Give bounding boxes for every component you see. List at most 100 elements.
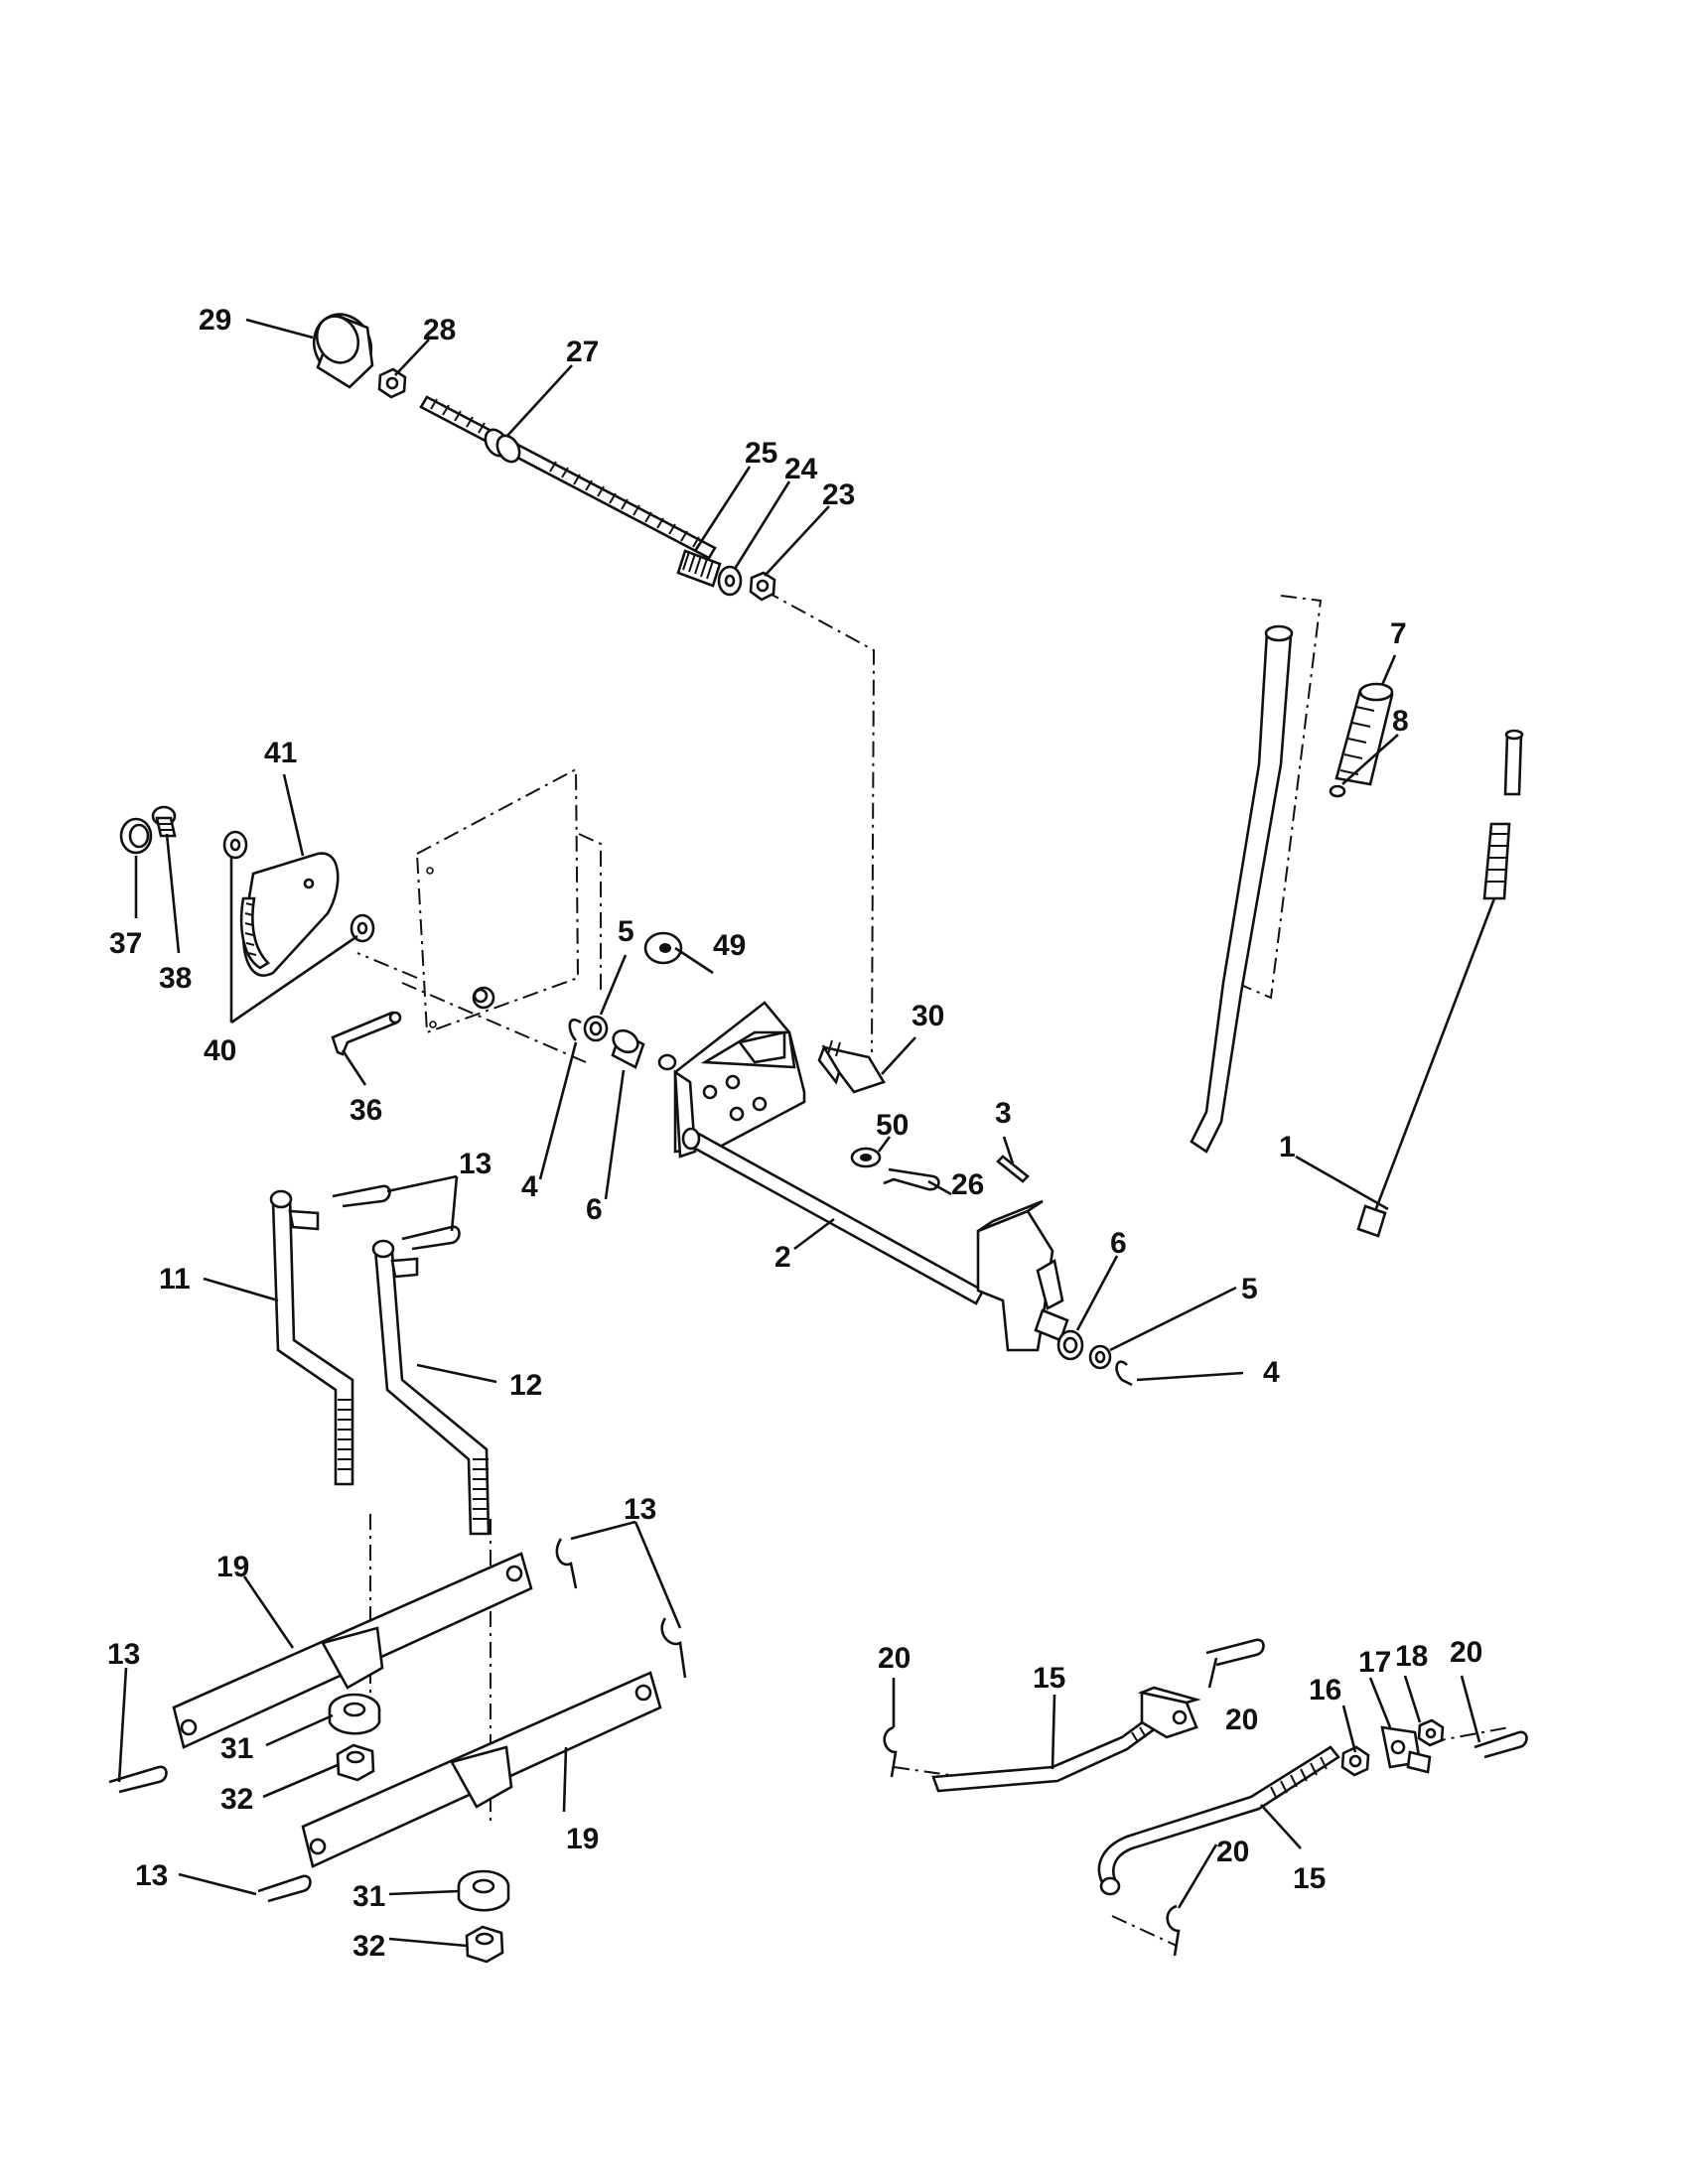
link-12: [371, 1239, 491, 1536]
callout-16: 16: [1309, 1674, 1341, 1706]
callout-1: 1: [1279, 1131, 1296, 1163]
callout-38: 38: [159, 962, 192, 995]
nut-16: [1340, 1745, 1370, 1777]
callout-19-upper: 19: [216, 1551, 249, 1583]
link-11: [269, 1189, 354, 1486]
trunnion-block-upper: [1137, 1686, 1201, 1739]
clip-4-right: [1115, 1360, 1133, 1387]
washer-5-left: [583, 1015, 609, 1042]
rod-15-lower: [1097, 1745, 1340, 1896]
callout-13-top: 13: [459, 1148, 491, 1180]
lift-arm-19-lower: [301, 1671, 662, 1868]
clip-4-left: [568, 1019, 582, 1041]
pin-8: [1329, 784, 1346, 798]
washer-5-right: [1088, 1344, 1112, 1370]
callout-4-right: 4: [1263, 1356, 1280, 1389]
callout-6-right: 6: [1110, 1227, 1127, 1260]
clip-36: [331, 1011, 402, 1056]
spacer-31-upper: [328, 1693, 381, 1735]
callout-19-lower: 19: [566, 1823, 599, 1855]
callout-36: 36: [350, 1094, 382, 1127]
callout-49: 49: [713, 929, 746, 962]
clip-13-top-a: [332, 1184, 391, 1208]
lift-arm-19-upper: [172, 1552, 533, 1749]
trunnion-17: [1380, 1725, 1432, 1774]
callout-12: 12: [509, 1369, 542, 1402]
cap-37: [119, 817, 153, 855]
callout-5-right: 5: [1241, 1273, 1258, 1305]
callout-7: 7: [1390, 617, 1407, 650]
mounting-panel: [415, 767, 602, 1034]
nut-32-upper: [336, 1743, 375, 1782]
callout-40: 40: [204, 1034, 236, 1067]
threaded-rod-27: [419, 395, 717, 560]
bushing-6-right: [1034, 1308, 1084, 1361]
leader-lines: [117, 318, 1481, 1948]
callout-17: 17: [1358, 1646, 1391, 1679]
washer-40-front: [222, 830, 248, 860]
clip-20-right: [1474, 1730, 1528, 1759]
callout-3: 3: [995, 1097, 1012, 1130]
callout-13-left: 13: [107, 1638, 140, 1671]
callout-20-left: 20: [878, 1642, 911, 1675]
callout-41: 41: [264, 737, 297, 769]
clip-26: [883, 1167, 940, 1191]
washer-50: [850, 1147, 882, 1168]
callout-13-mid: 13: [624, 1493, 656, 1526]
washer-24: [717, 565, 743, 597]
callout-25: 25: [745, 437, 777, 470]
trunnion-30: [817, 1039, 886, 1094]
callout-15-upper: 15: [1033, 1662, 1065, 1695]
callout-20-upper: 20: [1225, 1704, 1258, 1736]
callout-32-lower: 32: [352, 1930, 385, 1963]
washer-49: [643, 931, 683, 965]
callout-13-bottom: 13: [135, 1859, 168, 1892]
callout-11: 11: [159, 1263, 191, 1296]
pin-670-stub: [657, 1053, 677, 1071]
spacer-31-lower: [457, 1869, 510, 1912]
callout-5: 5: [618, 915, 634, 948]
callout-28: 28: [423, 314, 456, 346]
clip-20-left: [883, 1725, 898, 1778]
spring-25: [676, 549, 722, 588]
washer-40-rear: [350, 913, 375, 943]
callout-6: 6: [586, 1193, 603, 1226]
callout-4: 4: [521, 1170, 538, 1203]
callout-27: 27: [566, 336, 599, 368]
callout-24: 24: [784, 453, 818, 485]
callout-15-lower: 15: [1293, 1862, 1326, 1895]
pin-3: [996, 1155, 1030, 1183]
clip-13-bottom: [257, 1874, 312, 1903]
indicator-41: [239, 852, 340, 977]
callout-31-lower: 31: [352, 1880, 385, 1913]
callout-50: 50: [876, 1109, 909, 1142]
callout-2: 2: [774, 1241, 791, 1274]
callout-20-right: 20: [1450, 1636, 1482, 1669]
nut-28: [377, 367, 407, 399]
callout-8: 8: [1392, 705, 1409, 738]
callout-20-bottom: 20: [1216, 1836, 1249, 1868]
callout-18: 18: [1395, 1640, 1428, 1673]
clip-13-upper-right: [555, 1538, 578, 1589]
nut-23: [749, 571, 776, 602]
callout-26: 26: [951, 1168, 984, 1201]
callout-23: 23: [822, 478, 855, 511]
clip-20-bottom: [1166, 1904, 1181, 1957]
handle-bracket: [976, 1199, 1064, 1352]
pivot-shaft-2: [681, 1127, 985, 1305]
nut-32-lower: [465, 1925, 504, 1964]
callout-37: 37: [109, 927, 142, 960]
callout-30: 30: [912, 1000, 944, 1032]
clip-13-right: [660, 1617, 687, 1679]
callouts: 29 28 27 25 24 23 7 8 41 37 38 40 36 5 4…: [107, 304, 1482, 1963]
bushing-6-left: [611, 1028, 645, 1069]
callout-31-upper: 31: [220, 1732, 253, 1765]
screw-38: [151, 805, 177, 838]
lift-handle: [1190, 624, 1294, 1154]
handle-grip-7: [1334, 682, 1394, 786]
pivot-bracket: [673, 1001, 806, 1159]
nut-18: [1417, 1718, 1445, 1747]
knob-29: [312, 313, 374, 389]
clip-13-left: [108, 1765, 168, 1794]
